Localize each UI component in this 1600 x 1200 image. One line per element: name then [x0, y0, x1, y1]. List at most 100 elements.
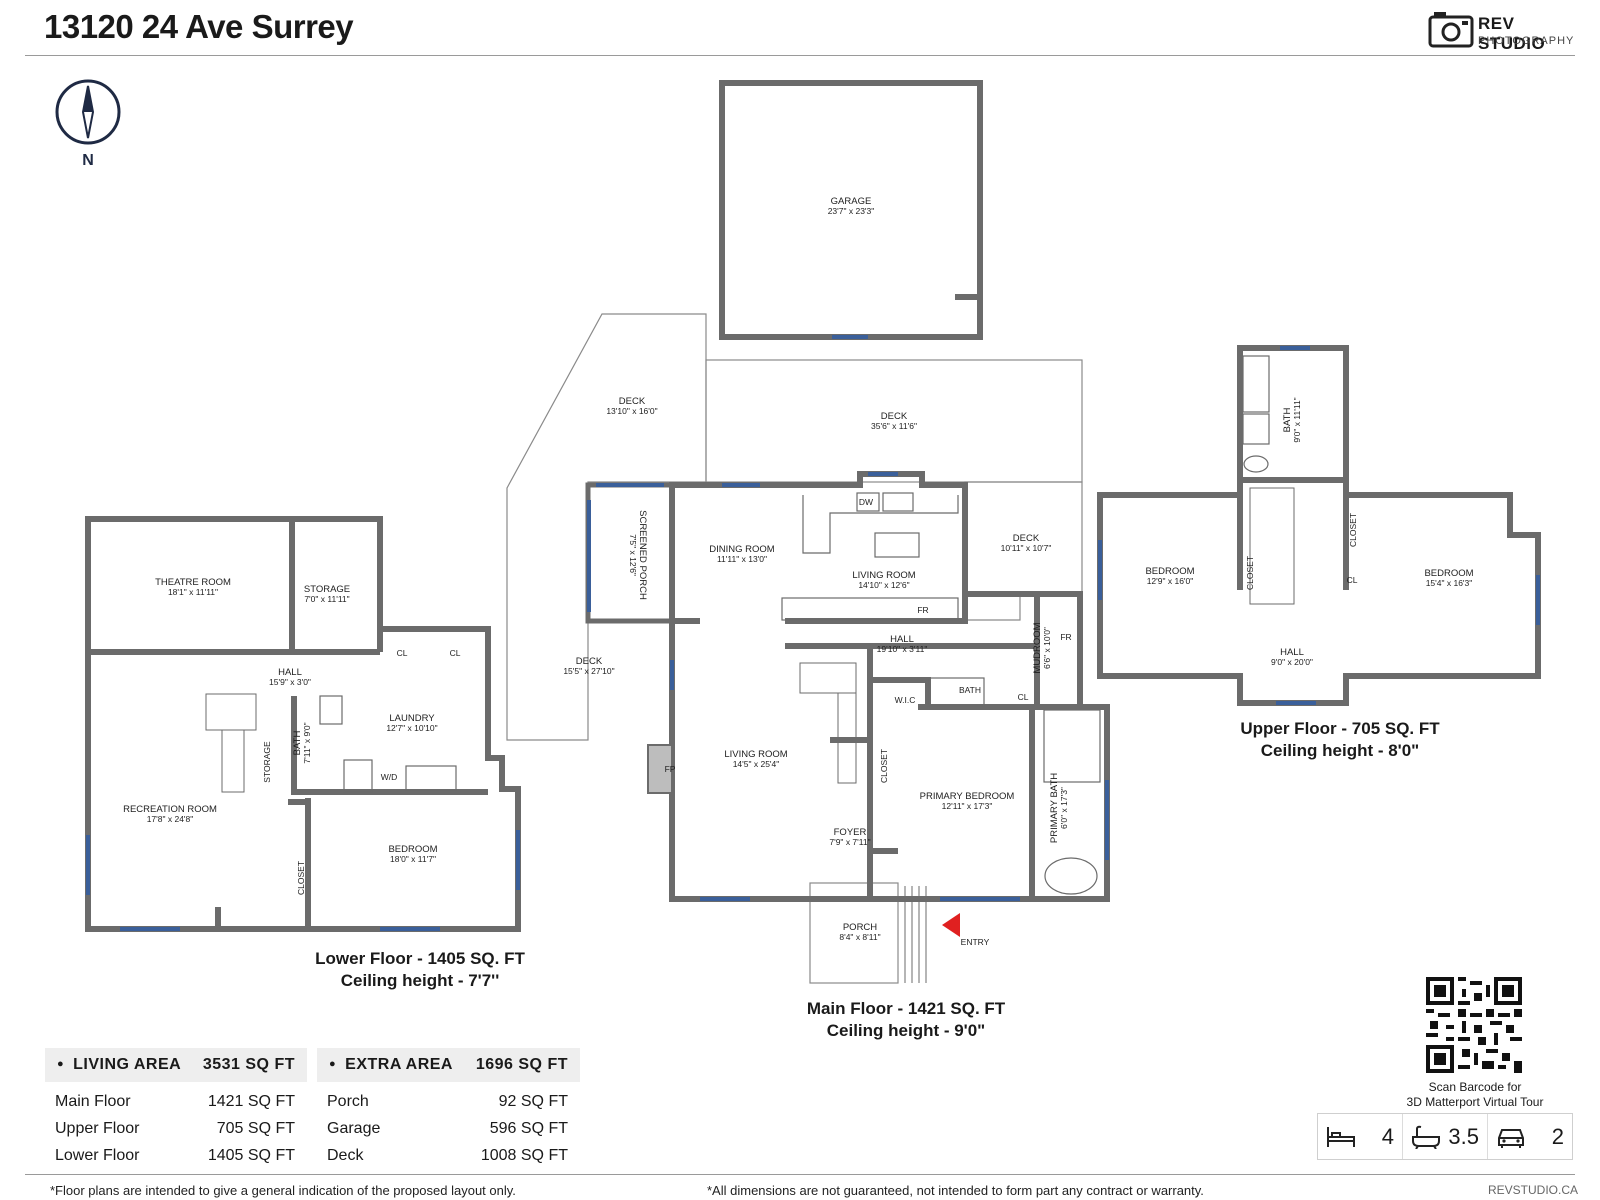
- room-recreation: RECREATION ROOM: [123, 804, 217, 815]
- room-deck-main: DECK: [881, 411, 908, 422]
- room-bedroom-upper-west-dim: 12'9" x 16'0": [1147, 576, 1194, 586]
- room-hall-main-dim: 19'10" x 3'11": [877, 644, 928, 654]
- room-primary-bath-dim: 6'0" x 17'3": [1059, 787, 1069, 829]
- row-value: 596 SQ FT: [489, 1119, 568, 1137]
- header-divider: [25, 55, 1575, 56]
- kitchen-counters: [781, 492, 959, 621]
- label-entry: ENTRY: [961, 937, 990, 947]
- room-theatre-dim: 18'1" x 11'11": [168, 587, 218, 597]
- table-row: Upper Floor 705 SQ FT: [45, 1115, 307, 1142]
- stat-garage: 2: [1487, 1114, 1572, 1159]
- porch-stairs: [904, 886, 927, 983]
- room-foyer-dim: 7'9" x 7'11": [829, 837, 870, 847]
- label-fr-mudroom: FR: [1060, 632, 1071, 642]
- bed-icon: [1327, 1126, 1355, 1147]
- car-icon: [1498, 1128, 1524, 1148]
- qr-caption-line1: Scan Barcode for: [1428, 1080, 1522, 1094]
- room-storage-lower: STORAGE: [304, 584, 350, 595]
- footer-disclaimer-left: *Floor plans are intended to give a gene…: [50, 1183, 516, 1198]
- compass-icon: N: [55, 79, 121, 169]
- upper-floor-caption: Upper Floor - 705 SQ. FT Ceiling height …: [1210, 718, 1470, 762]
- garage-count: 2: [1551, 1123, 1564, 1149]
- room-garage: GARAGE: [831, 196, 872, 207]
- qr-caption: Scan Barcode for 3D Matterport Virtual T…: [1385, 1080, 1565, 1110]
- room-deck-west-dim: 13'10" x 16'0": [606, 406, 657, 416]
- qr-code[interactable]: [1426, 977, 1522, 1073]
- label-dw: DW: [859, 497, 873, 507]
- room-labels: GARAGE 23'7" x 23'3" DECK 13'10" x 16'0"…: [123, 196, 1474, 942]
- label-closet-upper-east: CLOSET: [1348, 513, 1358, 547]
- living-area-header: LIVING AREA 3531 SQ FT: [45, 1048, 307, 1082]
- label-closet-lower: CLOSET: [296, 861, 306, 895]
- upper-floor-area: Upper Floor - 705 SQ. FT: [1240, 719, 1440, 738]
- room-primary-bedroom-dim: 12'11" x 17'3": [942, 801, 993, 811]
- room-deck-main-dim: 35'6" x 11'6": [871, 421, 917, 431]
- label-cl-lower-2: CL: [450, 648, 461, 658]
- room-deck-west: DECK: [619, 396, 646, 407]
- room-theatre: THEATRE ROOM: [155, 577, 231, 588]
- extra-area-label: EXTRA AREA: [329, 1056, 453, 1074]
- row-value: 1008 SQ FT: [480, 1146, 568, 1164]
- room-deck-side-dim: 15'5" x 27'10": [563, 666, 614, 676]
- baths-count: 3.5: [1448, 1123, 1479, 1149]
- room-bath-lower: BATH: [292, 731, 303, 756]
- stat-baths: 3.5: [1402, 1114, 1487, 1159]
- row-name: Lower Floor: [55, 1146, 140, 1164]
- beds-count: 4: [1381, 1123, 1394, 1149]
- room-hall-upper-dim: 9'0" x 20'0": [1271, 657, 1313, 667]
- room-porch-dim: 8'4" x 8'11": [839, 932, 880, 942]
- room-bath-lower-dim: 7'11" x 9'0": [302, 722, 312, 763]
- row-name: Upper Floor: [55, 1119, 140, 1137]
- walls: [85, 80, 1541, 932]
- windows: [86, 335, 1540, 931]
- room-hall-upper: HALL: [1280, 647, 1304, 658]
- main-floor-area: Main Floor - 1421 SQ. FT: [806, 999, 1006, 1018]
- lower-floor-caption: Lower Floor - 1405 SQ. FT Ceiling height…: [290, 948, 550, 992]
- stairs: [205, 487, 1295, 793]
- main-floor-caption: Main Floor - 1421 SQ. FT Ceiling height …: [776, 998, 1036, 1042]
- upper-floor-ceiling: Ceiling height - 8'0": [1260, 741, 1420, 760]
- room-hall-lower: HALL: [278, 667, 302, 678]
- label-cl-upper: CL: [1347, 575, 1358, 585]
- room-hall-main: HALL: [890, 634, 914, 645]
- room-laundry: LAUNDRY: [389, 713, 435, 724]
- label-closet-upper-west: CLOSET: [1245, 556, 1255, 590]
- room-living-dim: 14'5" x 25'4": [733, 759, 780, 769]
- compass-label: N: [82, 152, 94, 169]
- bath-fixtures: [319, 355, 1270, 895]
- footer-divider: [25, 1174, 1575, 1175]
- qr-caption-line2: 3D Matterport Virtual Tour: [1406, 1095, 1544, 1109]
- row-value: 705 SQ FT: [216, 1119, 295, 1137]
- lower-floor-ceiling: Ceiling height - 7'7'': [340, 971, 500, 990]
- footer-site[interactable]: REVSTUDIO.CA: [1488, 1183, 1579, 1197]
- footer-disclaimer-right: *All dimensions are not guaranteed, not …: [707, 1183, 1204, 1198]
- label-closet-main: CLOSET: [879, 749, 889, 783]
- label-cl-main: CL: [1018, 692, 1029, 702]
- room-living-upper-dim: 14'10" x 12'6": [858, 580, 909, 590]
- row-name: Deck: [327, 1146, 364, 1164]
- label-storage-small: STORAGE: [262, 741, 272, 783]
- room-bedroom-lower-dim: 18'0" x 11'7": [390, 854, 436, 864]
- room-hall-lower-dim: 15'9" x 3'0": [269, 677, 311, 687]
- label-fr: FR: [917, 605, 928, 615]
- room-recreation-dim: 17'8" x 24'8": [147, 814, 194, 824]
- row-name: Garage: [327, 1119, 381, 1137]
- lower-floor-area: Lower Floor - 1405 SQ. FT: [315, 949, 525, 968]
- living-area-total: 3531 SQ FT: [202, 1056, 295, 1073]
- row-name: Main Floor: [55, 1092, 131, 1110]
- fixture-labels: DW FR FR BATH CL W.I.C CL CL CL W/D FP E…: [262, 497, 1358, 947]
- table-row: Deck 1008 SQ FT: [317, 1142, 580, 1169]
- brand-subtitle: PHOTOGRAPHY: [1478, 35, 1575, 47]
- bathtub-icon: [1412, 1125, 1440, 1149]
- room-deck-side: DECK: [576, 656, 603, 667]
- room-living-upper: LIVING ROOM: [852, 570, 915, 581]
- label-wd: W/D: [381, 772, 398, 782]
- extra-area-header: EXTRA AREA 1696 SQ FT: [317, 1048, 580, 1082]
- row-name: Porch: [327, 1092, 369, 1110]
